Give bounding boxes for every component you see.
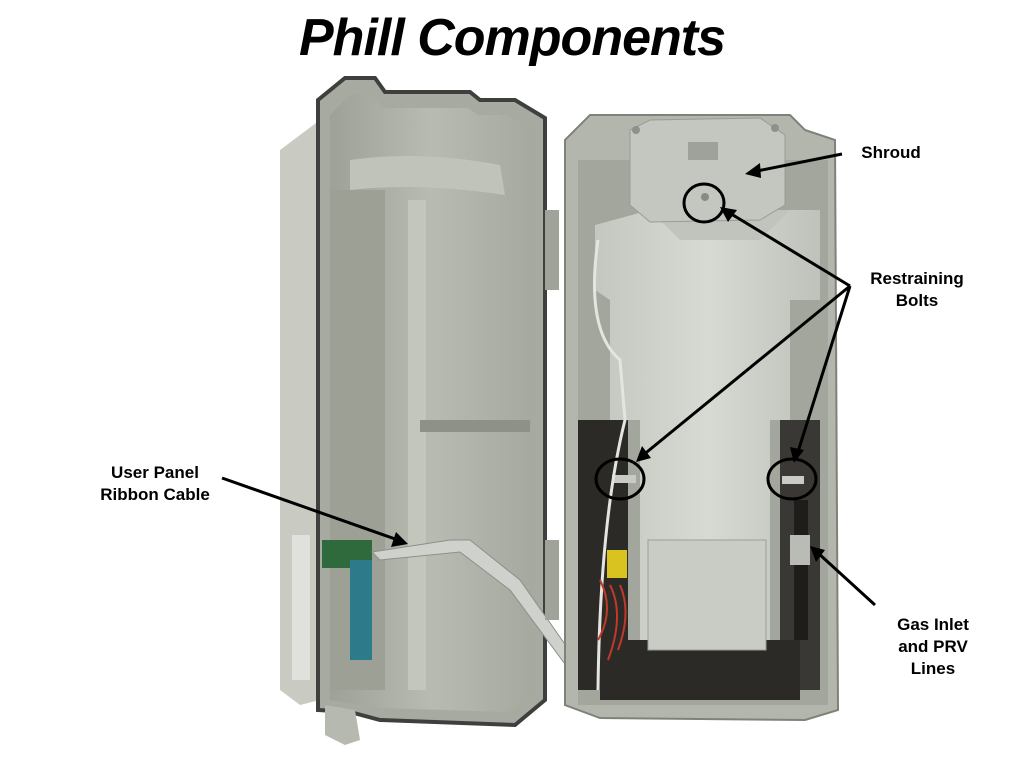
bolt-circle-left xyxy=(594,457,646,501)
hinges xyxy=(545,210,559,620)
bolt-circle-right xyxy=(766,457,818,501)
shroud-label: Shroud xyxy=(861,143,921,162)
user-panel-ribbon-cable-label: User Panel Ribbon Cable xyxy=(100,463,210,504)
gas-inlet-prv-lines-label: Gas Inlet and PRV Lines xyxy=(897,615,969,678)
bolt-circle-top xyxy=(682,182,726,224)
gas-inlet-arrow xyxy=(816,551,877,607)
ribbon-cable-arrow xyxy=(221,476,399,542)
restraining-bolts-label: Restraining Bolts xyxy=(870,269,964,310)
shroud-arrow xyxy=(751,152,843,174)
bolt-arrow-top xyxy=(727,210,851,288)
bolt-arrow-right xyxy=(795,285,852,456)
open-lid xyxy=(280,76,601,745)
base-housing xyxy=(564,114,840,722)
bolt-arrow-left xyxy=(641,284,851,458)
slide-title: Phill Components xyxy=(299,9,726,67)
